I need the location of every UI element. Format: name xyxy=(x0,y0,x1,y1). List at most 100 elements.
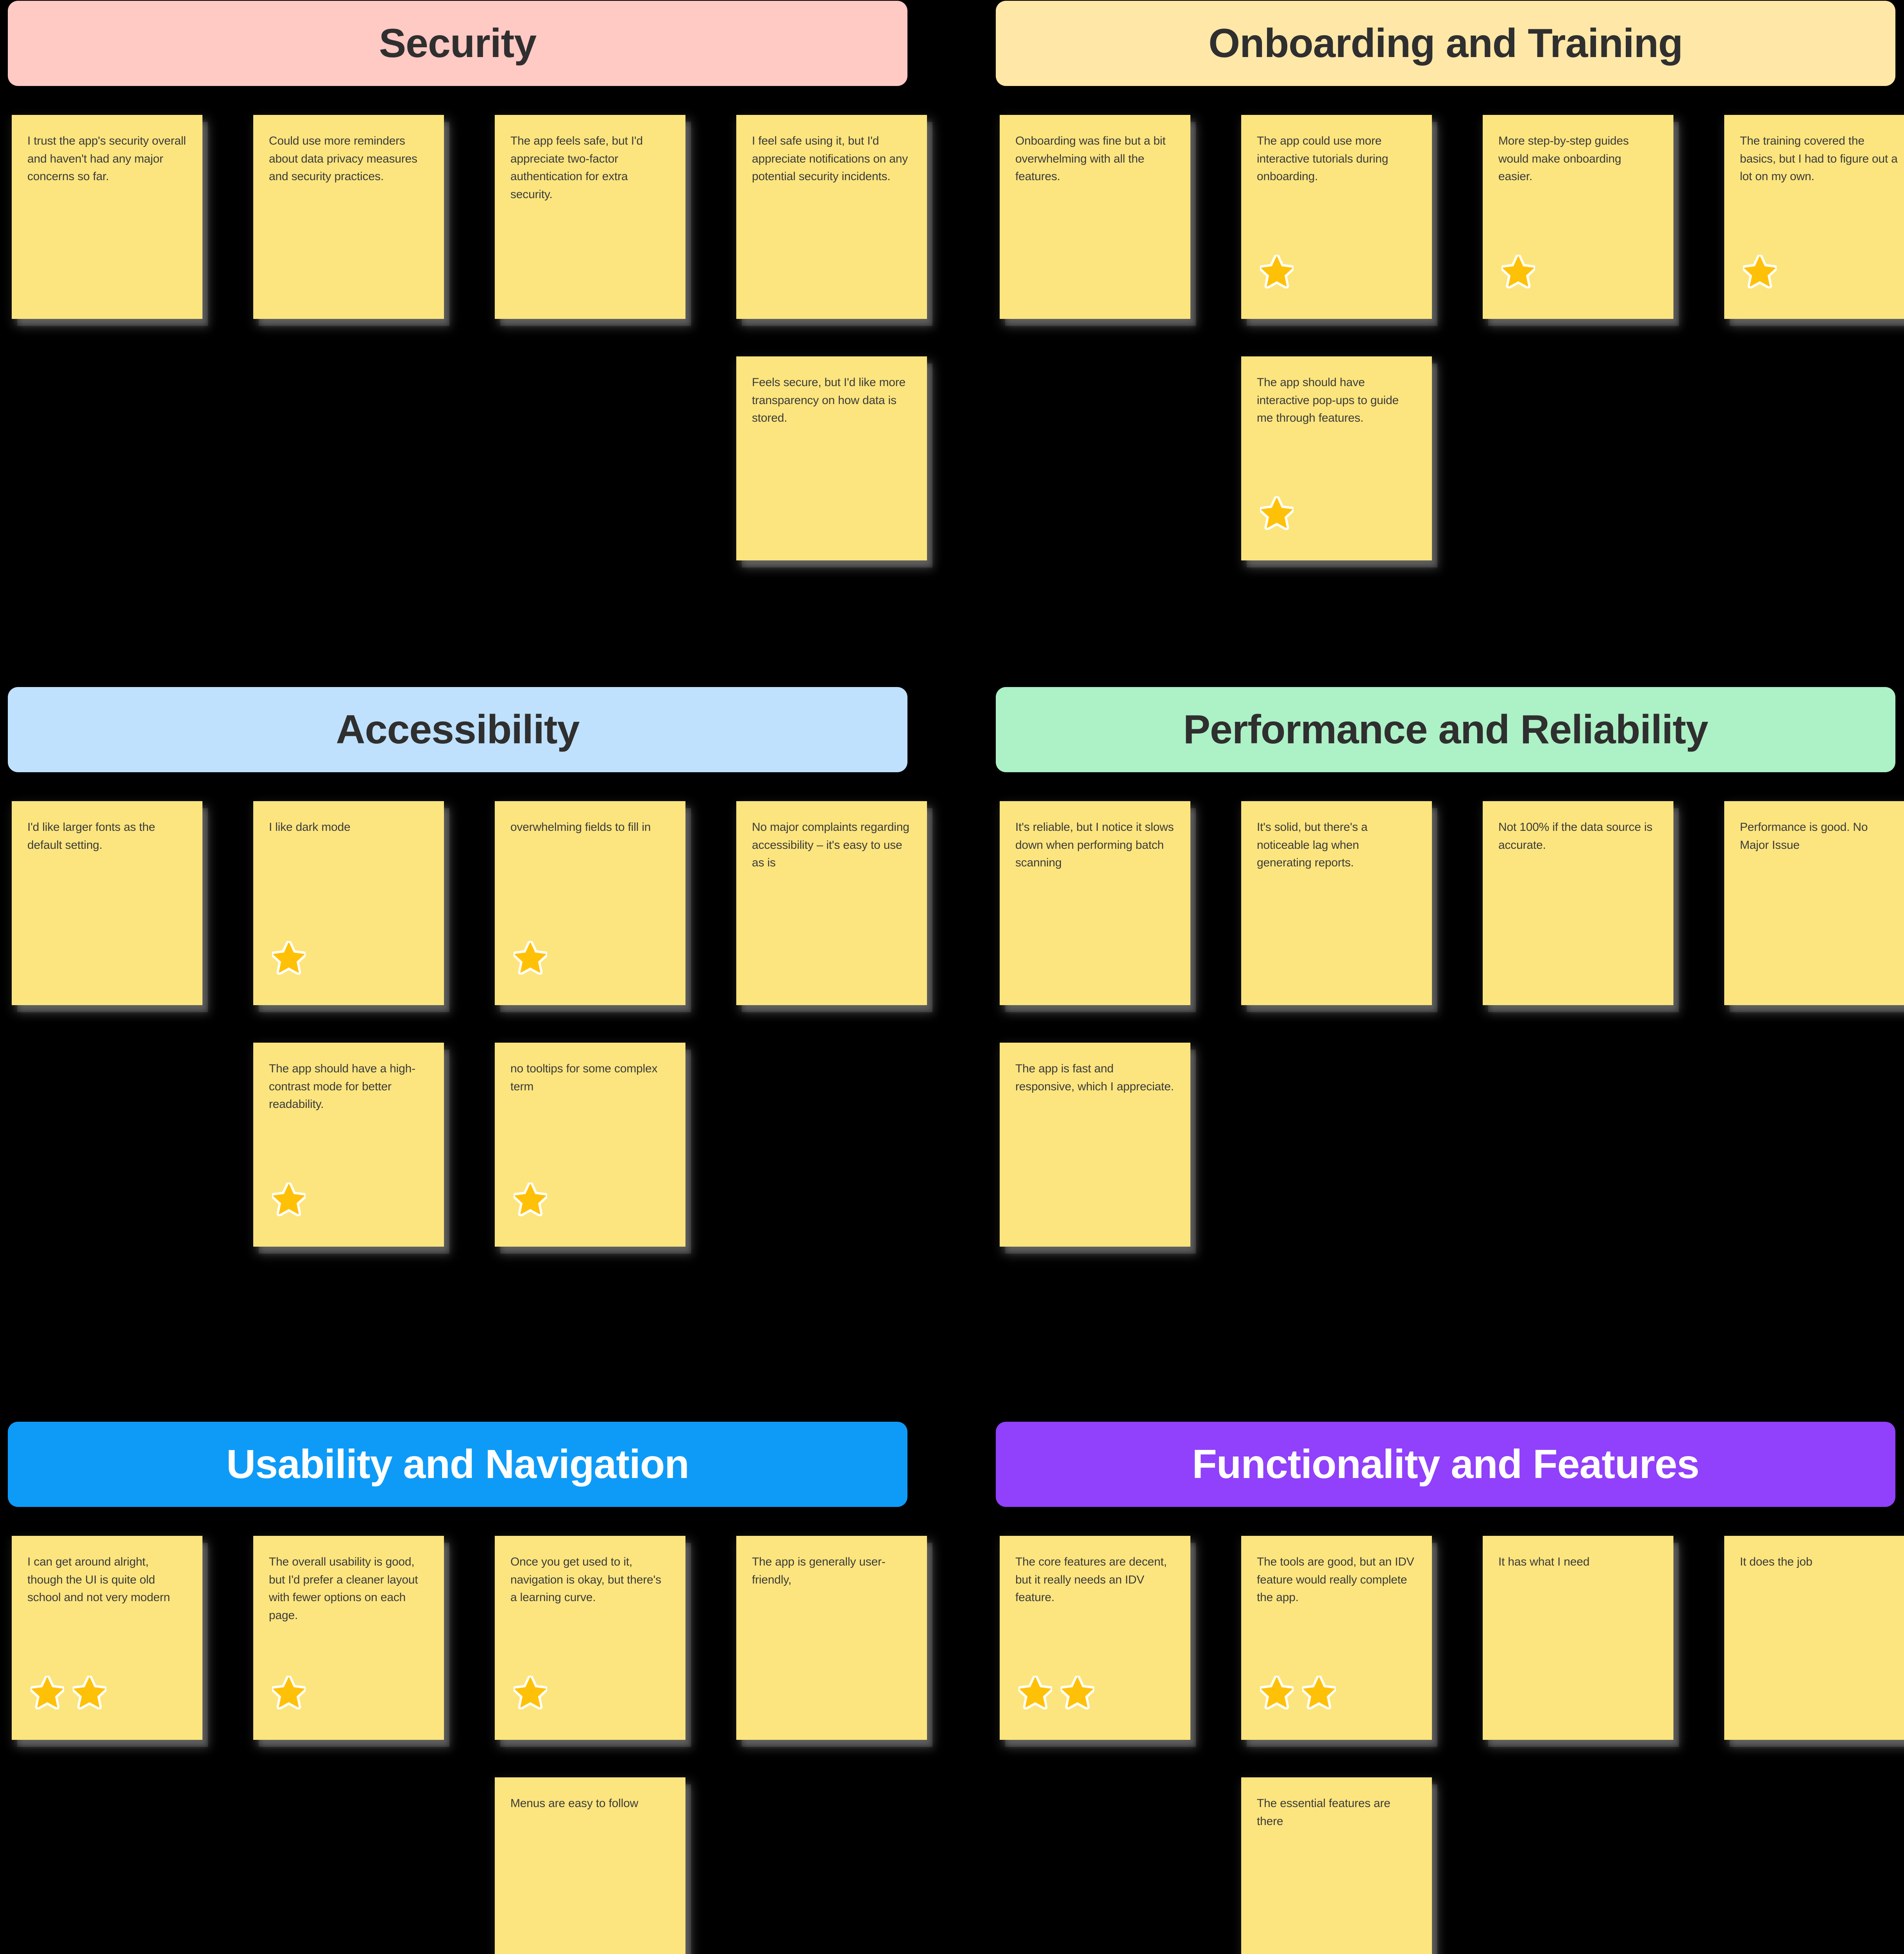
category-header-security[interactable]: Security xyxy=(8,1,907,86)
category-title: Onboarding and Training xyxy=(1208,21,1683,66)
sticky-note-star-rating[interactable] xyxy=(514,1676,547,1709)
sticky-note[interactable]: overwhelming fields to fill in xyxy=(495,801,685,1005)
sticky-note[interactable]: I trust the app's security overall and h… xyxy=(12,115,202,319)
sticky-note[interactable]: The app is generally user-friendly, xyxy=(736,1536,927,1740)
sticky-note[interactable]: Onboarding was fine but a bit overwhelmi… xyxy=(1000,115,1190,319)
sticky-note-star-rating[interactable] xyxy=(1501,255,1535,288)
sticky-note[interactable]: Menus are easy to follow xyxy=(495,1777,685,1954)
sticky-note[interactable]: The app could use more interactive tutor… xyxy=(1241,115,1432,319)
sticky-note[interactable]: The app should have a high-contrast mode… xyxy=(253,1043,444,1247)
sticky-note-text: The essential features are there xyxy=(1257,1797,1390,1828)
sticky-note[interactable]: I like dark mode xyxy=(253,801,444,1005)
notes-grid-usability-and-navigation: I can get around alright, though the UI … xyxy=(8,1536,927,1954)
category-header-accessibility[interactable]: Accessibility xyxy=(8,687,907,772)
sticky-note[interactable]: Could use more reminders about data priv… xyxy=(253,115,444,319)
sticky-note-text: overwhelming fields to fill in xyxy=(510,821,651,834)
sticky-note[interactable]: The essential features are there xyxy=(1241,1777,1432,1954)
notes-grid-accessibility: I'd like larger fonts as the default set… xyxy=(8,801,927,1284)
sticky-note[interactable]: Feels secure, but I'd like more transpar… xyxy=(736,356,927,560)
sticky-note-text: It does the job xyxy=(1740,1555,1813,1568)
sticky-note[interactable]: The app is fast and responsive, which I … xyxy=(1000,1043,1190,1247)
sticky-note-text: I can get around alright, though the UI … xyxy=(27,1555,170,1604)
sticky-note[interactable]: I can get around alright, though the UI … xyxy=(12,1536,202,1740)
sticky-note[interactable]: The app should have interactive pop-ups … xyxy=(1241,356,1432,560)
sticky-note-text: no tooltips for some complex term xyxy=(510,1062,658,1093)
sticky-note[interactable]: I feel safe using it, but I'd appreciate… xyxy=(736,115,927,319)
sticky-note[interactable]: More step-by-step guides would make onbo… xyxy=(1483,115,1673,319)
category-header-functionality-and-features[interactable]: Functionality and Features xyxy=(996,1422,1895,1507)
sticky-note-text: No major complaints regarding accessibil… xyxy=(752,821,909,870)
sticky-note[interactable]: It's reliable, but I notice it slows dow… xyxy=(1000,801,1190,1005)
sticky-note-star-rating[interactable] xyxy=(1743,255,1777,288)
sticky-note[interactable]: It does the job xyxy=(1724,1536,1904,1740)
sticky-note-star-rating[interactable] xyxy=(30,1676,106,1709)
notes-grid-functionality-and-features: The core features are decent, but it rea… xyxy=(996,1536,1904,1954)
category-title: Performance and Reliability xyxy=(1183,707,1709,752)
sticky-note-star-rating[interactable] xyxy=(272,1676,306,1709)
sticky-note-star-rating[interactable] xyxy=(272,1183,306,1216)
sticky-note-star-rating[interactable] xyxy=(514,941,547,975)
sticky-note-text: The app is fast and responsive, which I … xyxy=(1015,1062,1174,1093)
sticky-note-star-rating[interactable] xyxy=(514,1183,547,1216)
sticky-note-text: More step-by-step guides would make onbo… xyxy=(1498,134,1629,183)
category-header-onboarding-and-training[interactable]: Onboarding and Training xyxy=(996,1,1895,86)
star-icon xyxy=(1061,1676,1094,1709)
notes-grid-security: I trust the app's security overall and h… xyxy=(8,115,927,598)
star-icon xyxy=(1260,496,1294,530)
sticky-note-star-rating[interactable] xyxy=(1018,1676,1094,1709)
category-usability-and-navigation: Usability and Navigation I can get around… xyxy=(8,1422,927,1954)
sticky-note[interactable]: The core features are decent, but it rea… xyxy=(1000,1536,1190,1740)
sticky-note-text: I like dark mode xyxy=(269,821,351,834)
sticky-note-text: Menus are easy to follow xyxy=(510,1797,639,1810)
sticky-note[interactable]: Not 100% if the data source is accurate. xyxy=(1483,801,1673,1005)
sticky-note-text: Not 100% if the data source is accurate. xyxy=(1498,821,1653,852)
sticky-note-text: It has what I need xyxy=(1498,1555,1590,1568)
sticky-note-star-rating[interactable] xyxy=(272,941,306,975)
category-header-usability-and-navigation[interactable]: Usability and Navigation xyxy=(8,1422,907,1507)
sticky-note-star-rating[interactable] xyxy=(1260,496,1294,530)
sticky-note[interactable]: The training covered the basics, but I h… xyxy=(1724,115,1904,319)
sticky-note[interactable]: The app feels safe, but I'd appreciate t… xyxy=(495,115,685,319)
category-header-performance-and-reliability[interactable]: Performance and Reliability xyxy=(996,687,1895,772)
star-icon xyxy=(1302,1676,1336,1709)
category-title: Functionality and Features xyxy=(1192,1442,1699,1487)
category-title: Usability and Navigation xyxy=(226,1442,689,1487)
sticky-note-text: It's reliable, but I notice it slows dow… xyxy=(1015,821,1174,870)
star-icon xyxy=(1743,255,1777,288)
sticky-note[interactable]: The overall usability is good, but I'd p… xyxy=(253,1536,444,1740)
sticky-note-text: I'd like larger fonts as the default set… xyxy=(27,821,155,852)
category-title: Security xyxy=(379,21,537,66)
notes-grid-performance-and-reliability: It's reliable, but I notice it slows dow… xyxy=(996,801,1904,1284)
star-icon xyxy=(30,1676,64,1709)
sticky-note-text: I feel safe using it, but I'd appreciate… xyxy=(752,134,908,183)
sticky-note-text: The app feels safe, but I'd appreciate t… xyxy=(510,134,643,201)
sticky-note[interactable]: It has what I need xyxy=(1483,1536,1673,1740)
sticky-note[interactable]: No major complaints regarding accessibil… xyxy=(736,801,927,1005)
star-icon xyxy=(1501,255,1535,288)
star-icon xyxy=(514,1676,547,1709)
star-icon xyxy=(514,941,547,975)
star-icon xyxy=(514,1183,547,1216)
sticky-note-text: I trust the app's security overall and h… xyxy=(27,134,186,183)
sticky-note-text: It's solid, but there's a noticeable lag… xyxy=(1257,821,1368,870)
sticky-note-text: The app could use more interactive tutor… xyxy=(1257,134,1389,183)
sticky-note[interactable]: It's solid, but there's a noticeable lag… xyxy=(1241,801,1432,1005)
sticky-note[interactable]: no tooltips for some complex term xyxy=(495,1043,685,1247)
sticky-note-text: The training covered the basics, but I h… xyxy=(1740,134,1898,183)
sticky-note-star-rating[interactable] xyxy=(1260,1676,1336,1709)
sticky-note[interactable]: Performance is good. No Major Issue xyxy=(1724,801,1904,1005)
star-icon xyxy=(73,1676,106,1709)
sticky-note[interactable]: I'd like larger fonts as the default set… xyxy=(12,801,202,1005)
notes-grid-onboarding-and-training: Onboarding was fine but a bit overwhelmi… xyxy=(996,115,1904,598)
sticky-note-text: Performance is good. No Major Issue xyxy=(1740,821,1868,852)
star-icon xyxy=(272,941,306,975)
sticky-note[interactable]: The tools are good, but an IDV feature w… xyxy=(1241,1536,1432,1740)
sticky-note[interactable]: Once you get used to it, navigation is o… xyxy=(495,1536,685,1740)
category-title: Accessibility xyxy=(336,707,580,752)
sticky-note-star-rating[interactable] xyxy=(1260,255,1294,288)
sticky-note-text: The app should have a high-contrast mode… xyxy=(269,1062,415,1111)
